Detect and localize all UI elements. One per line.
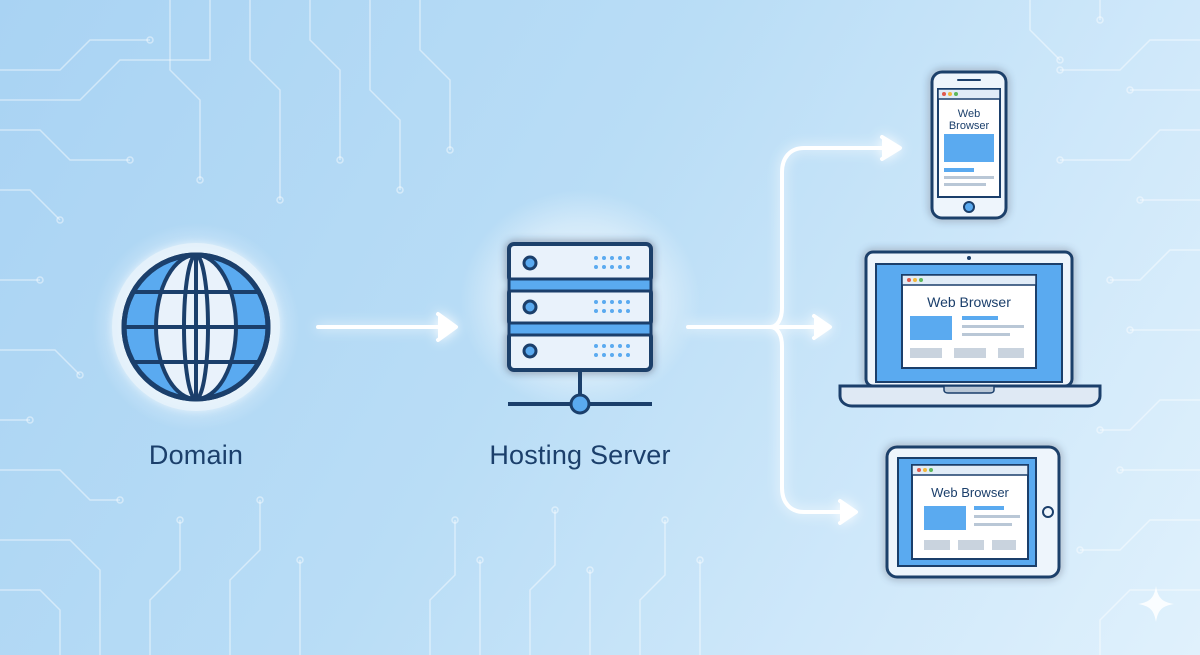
arrowhead-domain-to-server — [436, 312, 458, 342]
laptop-icon — [838, 250, 1102, 408]
phone-browser-label-line2: Browser — [949, 120, 990, 132]
flow-arrows — [316, 135, 902, 525]
tablet-icon — [885, 445, 1061, 579]
smartphone-icon — [930, 70, 1008, 220]
phone-browser-label-line1: Web — [958, 108, 980, 120]
arrowhead-to-tablet — [838, 499, 858, 525]
arrowhead-to-phone — [880, 135, 902, 161]
arrow-to-phone — [768, 146, 894, 329]
tablet-browser-label: Web Browser — [931, 485, 1009, 500]
hosting-server-label: Hosting Server — [489, 440, 671, 470]
sparkle-icon — [1138, 586, 1174, 622]
server-icon — [460, 190, 700, 415]
globe-icon — [92, 223, 300, 431]
arrowhead-to-laptop — [812, 314, 832, 340]
domain-label: Domain — [148, 440, 244, 470]
laptop-browser-label: Web Browser — [927, 294, 1011, 310]
arrow-to-tablet — [768, 325, 848, 514]
